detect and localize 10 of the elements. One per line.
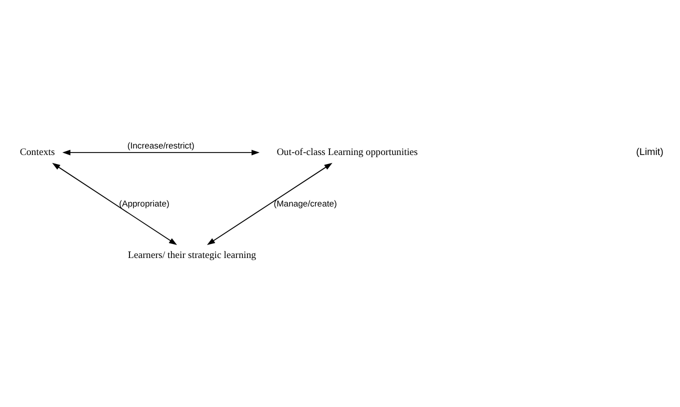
arrow xyxy=(207,162,332,244)
arrow xyxy=(62,149,260,155)
edge-label: (Increase/restrict) xyxy=(127,140,194,150)
label: (Limit) xyxy=(636,146,664,158)
arrow xyxy=(52,162,178,244)
node-text: Learners/ their strategic learning xyxy=(128,249,256,260)
node-text: Contexts xyxy=(20,146,55,158)
edge-label: (Manage/create) xyxy=(274,198,337,208)
node-text: Out-of-class Learning opportunities xyxy=(276,146,418,158)
edge-label: (Appropriate) xyxy=(119,198,170,208)
